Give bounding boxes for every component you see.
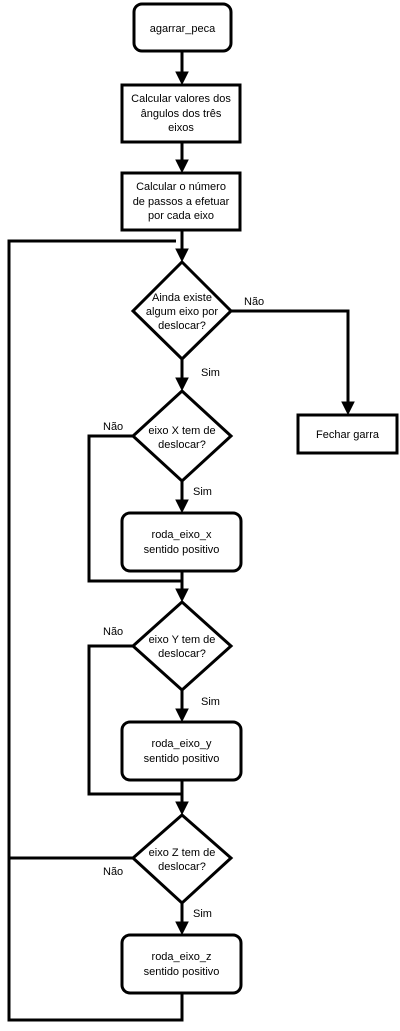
node-roda-z: roda_eixo_z sentido positivo xyxy=(120,933,243,995)
edge-label-ainda-nao: Não xyxy=(244,296,264,308)
edge-label-ainda-sim: Sim xyxy=(201,367,220,379)
arrowhead xyxy=(175,921,189,936)
edge-ainda-nao-to-fechar xyxy=(231,309,350,404)
edge-loop-back xyxy=(7,239,184,1022)
arrowhead xyxy=(175,248,189,263)
arrowhead xyxy=(175,159,189,174)
node-roda-y-line: sentido positivo xyxy=(144,753,220,765)
arrowhead xyxy=(175,708,189,723)
decision-eixo-x: eixo X tem de deslocar? xyxy=(130,388,234,484)
decision-eixo-y-line: eixo Y tem de xyxy=(149,634,216,646)
edge-label-y-nao: Não xyxy=(103,626,123,638)
node-calc-angulos: Calcular valores dos ângulos dos três ei… xyxy=(120,83,242,144)
edge-label-y-sim: Sim xyxy=(201,696,220,708)
decision-eixo-y: eixo Y tem de deslocar? xyxy=(130,599,234,693)
node-fechar-garra-line: Fechar garra xyxy=(316,429,380,441)
edge-x-nao-bypass xyxy=(87,434,182,583)
arrowhead xyxy=(175,71,189,86)
node-calc-passos-line: por cada eixo xyxy=(148,210,214,222)
node-roda-z-line: sentido positivo xyxy=(144,966,220,978)
edge-label-z-sim: Sim xyxy=(193,908,212,920)
arrowhead xyxy=(175,499,189,514)
decision-ainda-existe-line: Ainda existe xyxy=(152,292,212,304)
decision-eixo-z-line: eixo Z tem de xyxy=(149,847,216,859)
node-roda-x-line: sentido positivo xyxy=(144,544,220,556)
node-calc-passos-line: de passos a efetuar xyxy=(133,196,230,208)
edge-label-z-nao: Não xyxy=(103,866,123,878)
decision-eixo-y-line: deslocar? xyxy=(158,648,206,660)
decision-ainda-existe: Ainda existe algum eixo por deslocar? xyxy=(130,259,234,362)
node-roda-y: roda_eixo_y sentido positivo xyxy=(120,720,243,782)
decision-eixo-x-line: eixo X tem de xyxy=(148,425,215,437)
node-fechar-garra: Fechar garra xyxy=(296,413,399,455)
edge-labels: Não Sim Não Sim Não Sim Não Sim xyxy=(103,296,264,920)
node-roda-z-line: roda_eixo_z xyxy=(152,951,212,963)
node-calc-passos: Calcular o número de passos a efetuar po… xyxy=(120,171,242,232)
edges xyxy=(7,52,355,1022)
node-calc-angulos-line: ângulos dos três xyxy=(141,108,222,120)
arrowhead xyxy=(175,801,189,816)
edge-label-x-nao: Não xyxy=(103,421,123,433)
node-calc-passos-line: Calcular o número xyxy=(136,181,226,193)
decision-eixo-x-line: deslocar? xyxy=(158,439,206,451)
node-roda-y-line: roda_eixo_y xyxy=(152,738,212,750)
decision-ainda-existe-line: algum eixo por xyxy=(146,306,218,318)
edge-y-nao-bypass xyxy=(87,644,182,796)
arrowhead xyxy=(175,588,189,603)
node-agarrar-peca-line: agarrar_peca xyxy=(150,23,216,35)
node-agarrar-peca: agarrar_peca xyxy=(132,2,233,53)
arrowhead xyxy=(175,377,189,392)
decision-eixo-z: eixo Z tem de deslocar? xyxy=(130,813,234,906)
arrowhead xyxy=(341,401,355,416)
node-roda-x-line: roda_eixo_x xyxy=(152,529,212,541)
edge-label-x-sim: Sim xyxy=(193,486,212,498)
node-calc-angulos-line: Calcular valores dos xyxy=(131,93,231,105)
decision-ainda-existe-line: deslocar? xyxy=(158,320,206,332)
node-roda-x: roda_eixo_x sentido positivo xyxy=(120,511,243,573)
node-calc-angulos-line: eixos xyxy=(168,122,194,134)
decision-eixo-z-line: deslocar? xyxy=(158,861,206,873)
